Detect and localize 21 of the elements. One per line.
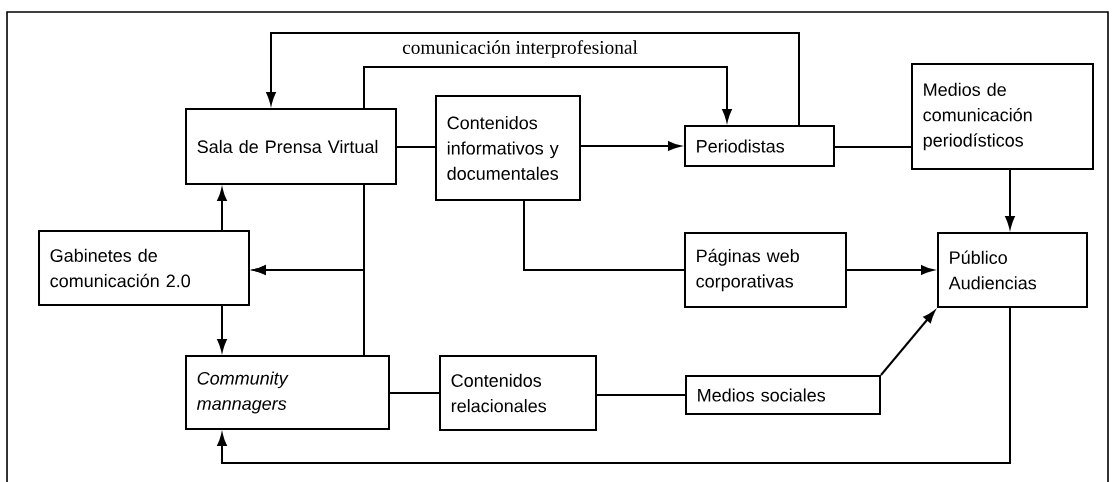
process-box: Sala de Prensa Virtual (185, 108, 397, 185)
process-box: Community mannagers (185, 355, 390, 430)
process-box: Medios de comunicación periodísticos (911, 63, 1094, 170)
process-box: Gabinetes de comunicación 2.0 (38, 230, 250, 306)
edge-label: comunicación interprofesional (400, 38, 640, 60)
arrow (253, 265, 365, 356)
arrow (217, 188, 227, 231)
process-box: Público Audiencias (937, 232, 1088, 308)
arrow (580, 141, 681, 151)
arrow (1005, 169, 1015, 229)
arrow (880, 310, 936, 376)
arrow (217, 305, 227, 352)
process-box: Páginas web corporativas (684, 232, 847, 308)
process-box: Medios sociales (685, 375, 881, 415)
process-box: Contenidos relacionales (439, 355, 597, 431)
arrow (846, 265, 934, 275)
arrow (266, 32, 800, 126)
arrow (363, 66, 732, 122)
arrow (217, 307, 1011, 464)
process-box: Contenidos informativos y documentales (435, 95, 581, 201)
process-box: Periodistas (684, 125, 835, 167)
